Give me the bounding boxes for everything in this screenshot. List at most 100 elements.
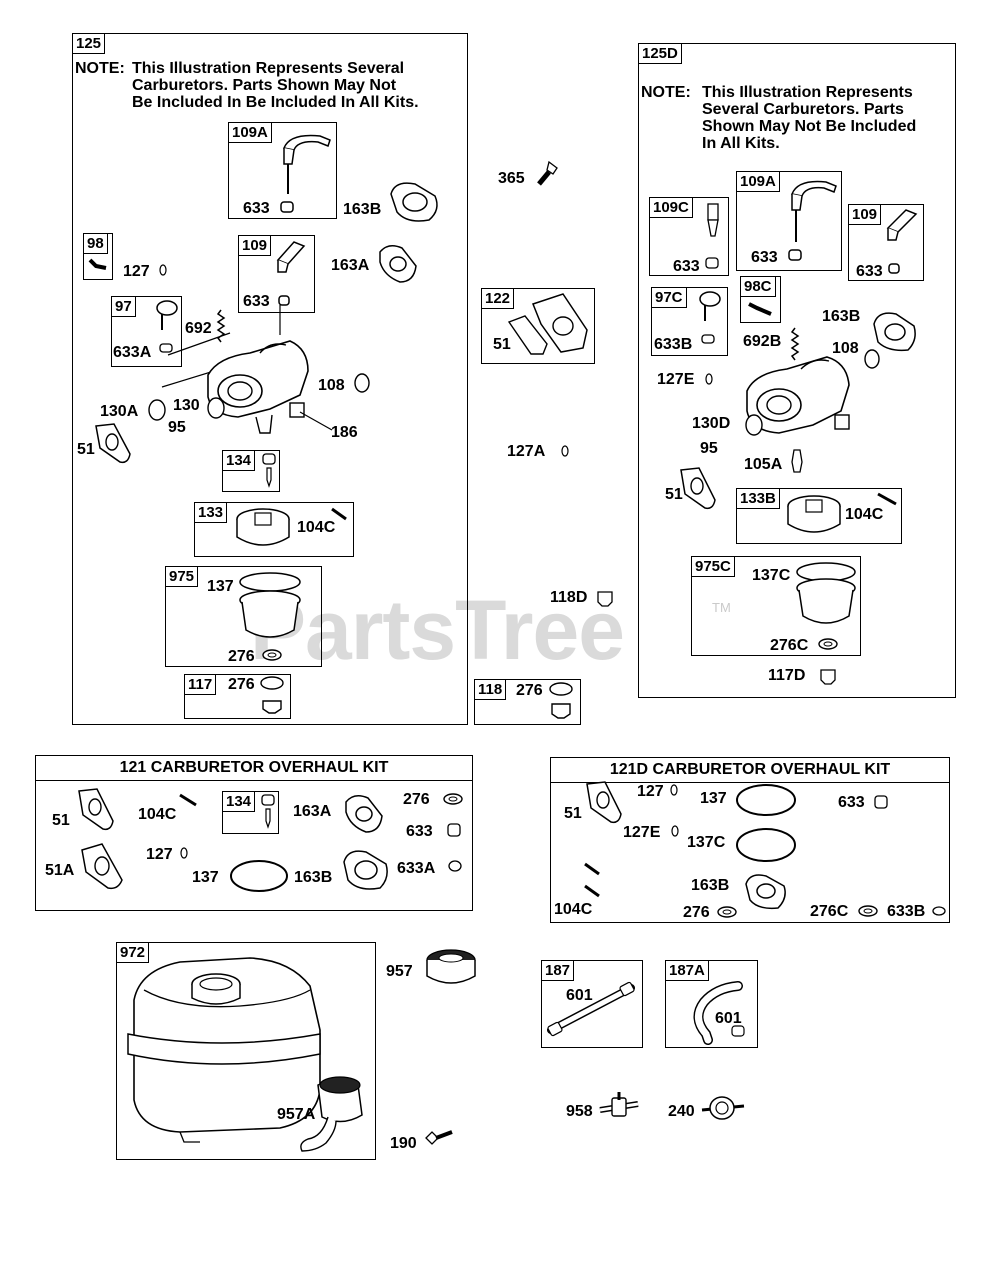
washer-icon <box>858 905 878 917</box>
label-104C: 104C <box>297 519 336 536</box>
bowl-gasket-icon <box>736 828 796 862</box>
label-276: 276 <box>228 648 255 665</box>
float-icon <box>236 508 290 546</box>
subbox-97: 97 <box>111 296 182 367</box>
note-line: This Illustration Represents Several <box>132 60 405 77</box>
label-276C: 276C <box>770 637 809 654</box>
washer-icon <box>262 649 282 661</box>
washer-icon <box>818 638 838 650</box>
label-127: 127 <box>146 846 173 863</box>
label-633: 633 <box>406 823 433 840</box>
float-bowl-icon <box>796 562 856 624</box>
label-163B: 163B <box>343 201 382 218</box>
fuel-line-icon <box>547 981 635 1037</box>
label-633: 633 <box>856 263 883 280</box>
spacer-122-icon <box>507 293 588 355</box>
screw-icon <box>748 302 772 316</box>
tag-98C: 98C <box>741 277 776 297</box>
carburetor-icon <box>746 356 850 434</box>
subbox-975: 975 <box>165 566 322 667</box>
gasket-51-icon <box>680 467 716 510</box>
tag-975C: 975C <box>692 557 735 577</box>
subbox-109: 109 <box>238 235 315 313</box>
tag-98: 98 <box>84 234 108 254</box>
bolt-365-icon <box>537 160 558 186</box>
label-276: 276 <box>516 682 543 699</box>
label-692B: 692B <box>743 333 782 350</box>
bowl-nut-icon <box>549 682 573 719</box>
label-51: 51 <box>665 486 683 503</box>
label-104C: 104C <box>845 506 884 523</box>
subbox-118: 118 <box>474 679 581 725</box>
label-276: 276 <box>228 676 255 693</box>
gasket-51A-icon <box>81 843 123 890</box>
note-125D: NOTE: This Illustration Represents Sever… <box>641 84 953 152</box>
tag-117: 117 <box>185 675 217 695</box>
label-130D: 130D <box>692 415 731 432</box>
primer-icon <box>276 241 306 306</box>
plate-108-icon <box>864 349 880 369</box>
throttle-plate-icon <box>745 414 763 436</box>
box-125D: 125D <box>638 43 956 698</box>
gasket-163B-icon <box>745 874 786 910</box>
leader-186-icon <box>299 411 333 431</box>
label-51: 51 <box>52 812 70 829</box>
o-ring-icon <box>671 825 679 837</box>
tag-133B: 133B <box>737 489 780 509</box>
float-bowl-icon <box>239 572 301 638</box>
needle-valve-icon <box>262 453 276 488</box>
label-117D: 117D <box>768 667 806 684</box>
watermark-tm: TM <box>712 600 731 615</box>
kit-121: 121 CARBURETOR OVERHAUL KIT <box>35 755 473 911</box>
label-957A: 957A <box>277 1106 316 1123</box>
subbox-109A-d: 109A <box>736 171 842 271</box>
tag-109A: 109A <box>229 123 272 143</box>
label-95: 95 <box>700 440 718 457</box>
gasket-163B-icon <box>343 850 388 890</box>
pin-icon <box>331 507 347 521</box>
tag-125D: 125D <box>639 44 682 64</box>
label-127: 127 <box>637 783 664 800</box>
bowl-nut-icon <box>820 669 836 685</box>
label-104C: 104C <box>138 806 177 823</box>
bowl-nut-icon <box>260 676 284 714</box>
plate-108-icon <box>354 373 370 393</box>
carburetor-icon <box>161 305 309 434</box>
label-692: 692 <box>185 320 212 337</box>
shutoff-valve-icon <box>599 1092 639 1117</box>
label-633: 633 <box>751 249 778 266</box>
tag-109A: 109A <box>737 172 780 192</box>
fuel-hose-icon <box>693 981 745 1045</box>
needle-valve-icon <box>261 794 275 829</box>
label-163B: 163B <box>294 869 333 886</box>
fuel-tank-icon <box>127 957 321 1143</box>
washer-icon <box>448 860 462 872</box>
label-276: 276 <box>403 791 430 808</box>
label-633: 633 <box>838 794 865 811</box>
subbox-134-kit: 134 <box>222 791 279 834</box>
fuel-cap-957-icon <box>426 949 476 984</box>
label-633A: 633A <box>397 860 436 877</box>
tag-975: 975 <box>166 567 199 587</box>
note-line: This Illustration Represents <box>702 84 913 101</box>
subbox-122: 122 <box>481 288 595 364</box>
washer-icon <box>932 906 946 916</box>
label-601: 601 <box>715 1010 742 1027</box>
label-240: 240 <box>668 1103 695 1120</box>
tag-122: 122 <box>482 289 515 309</box>
o-ring-icon <box>159 264 167 276</box>
pin-icon <box>877 492 897 506</box>
note-key: NOTE: <box>641 84 691 101</box>
primer-icon <box>705 203 719 269</box>
seal-icon <box>874 795 888 809</box>
subbox-187: 187 <box>541 960 643 1048</box>
box-125: 125 <box>72 33 468 725</box>
note-line: In All Kits. <box>702 135 780 152</box>
label-137: 137 <box>192 869 219 886</box>
label-186: 186 <box>331 424 358 441</box>
label-108: 108 <box>318 377 345 394</box>
tag-125: 125 <box>73 34 106 54</box>
label-127E: 127E <box>623 824 661 841</box>
subbox-98C: 98C <box>740 276 781 323</box>
note-line: Shown May Not Be Included <box>702 118 917 135</box>
